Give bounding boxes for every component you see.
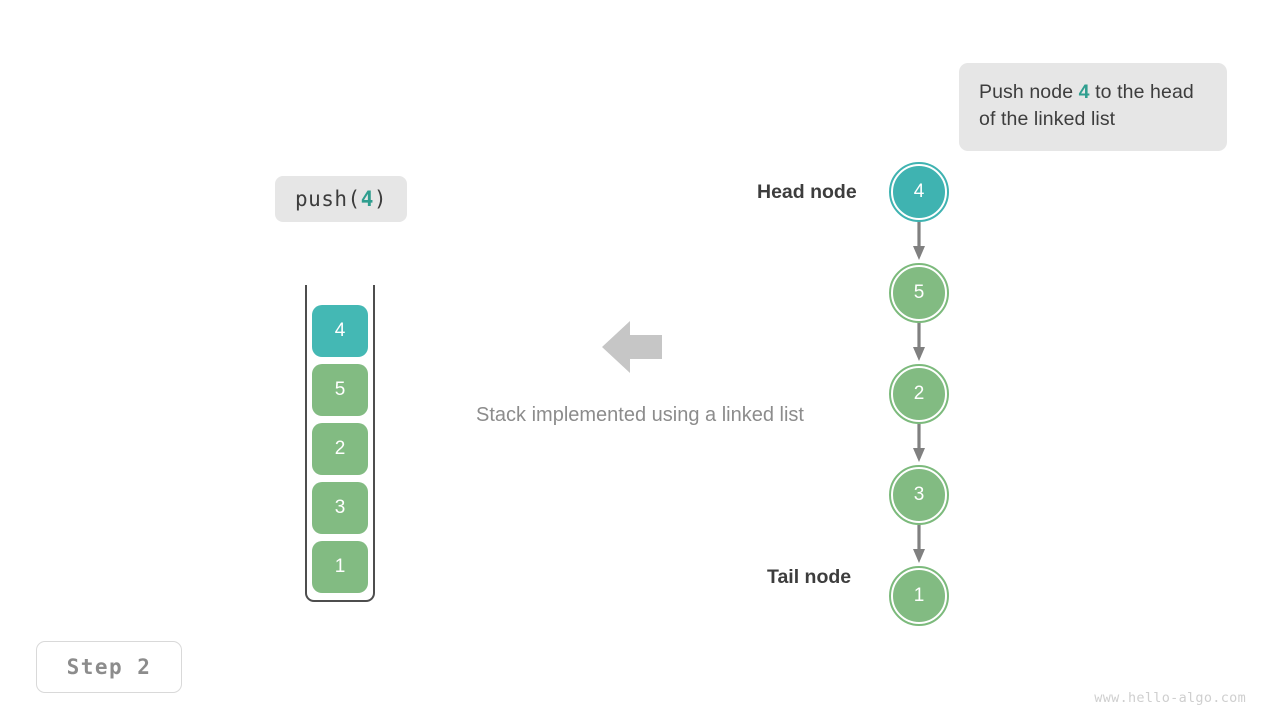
linked-list-node-value: 5 [913,282,925,303]
stack-cell-value: 4 [334,320,346,341]
tail-node-label: Tail node [767,566,852,588]
linked-list-node: 3 [889,465,949,525]
stack-container: 4 5 2 3 1 [305,285,375,602]
stack-rail-right [373,285,375,590]
stack-rail-left [305,285,307,590]
linked-list-node: 4 [889,162,949,222]
stack-floor [305,588,375,602]
operation-argument: 4 [360,187,374,211]
stack-cell: 5 [312,364,368,416]
callout-highlight-value: 4 [1078,81,1090,103]
watermark: www.hello-algo.com [1094,690,1246,706]
linked-list-node-value: 4 [913,181,925,202]
diagram-caption: Stack implemented using a linked list [476,404,804,426]
linked-list-arrow [911,220,927,265]
stack-cell: 2 [312,423,368,475]
operation-name: push [294,187,348,211]
stack-cell-value: 2 [334,438,346,459]
linked-list-node: 5 [889,263,949,323]
linked-list-node-value: 1 [913,585,925,606]
callout-text-prefix: Push node [979,81,1079,103]
stack-cell: 3 [312,482,368,534]
linked-list-arrow [911,422,927,467]
linked-list-node-value: 3 [913,484,925,505]
stack-cell: 1 [312,541,368,593]
linked-list-node: 2 [889,364,949,424]
callout-bubble: Push node 4 to the head of the linked li… [959,63,1227,151]
stack-cell-value: 3 [334,497,346,518]
operation-open-paren: ( [347,187,361,211]
stack-cell: 4 [312,305,368,357]
linked-list-arrow [911,321,927,366]
linked-list-column: 4 5 2 3 1 [889,162,949,626]
stack-cell-list: 4 5 2 3 1 [312,305,368,600]
linked-list-node: 1 [889,566,949,626]
transform-arrow-left [602,318,662,376]
operation-close-paren: ) [373,187,388,211]
head-node-label: Head node [757,181,857,203]
linked-list-arrow [911,523,927,568]
callout-text-suffix: to the head of the linked list [979,81,1194,130]
step-badge: Step 2 [36,641,182,693]
stack-cell-value: 5 [334,379,346,400]
stack-cell-value: 1 [334,556,346,577]
linked-list-node-value: 2 [913,383,925,404]
operation-chip: push(4) [275,176,407,222]
